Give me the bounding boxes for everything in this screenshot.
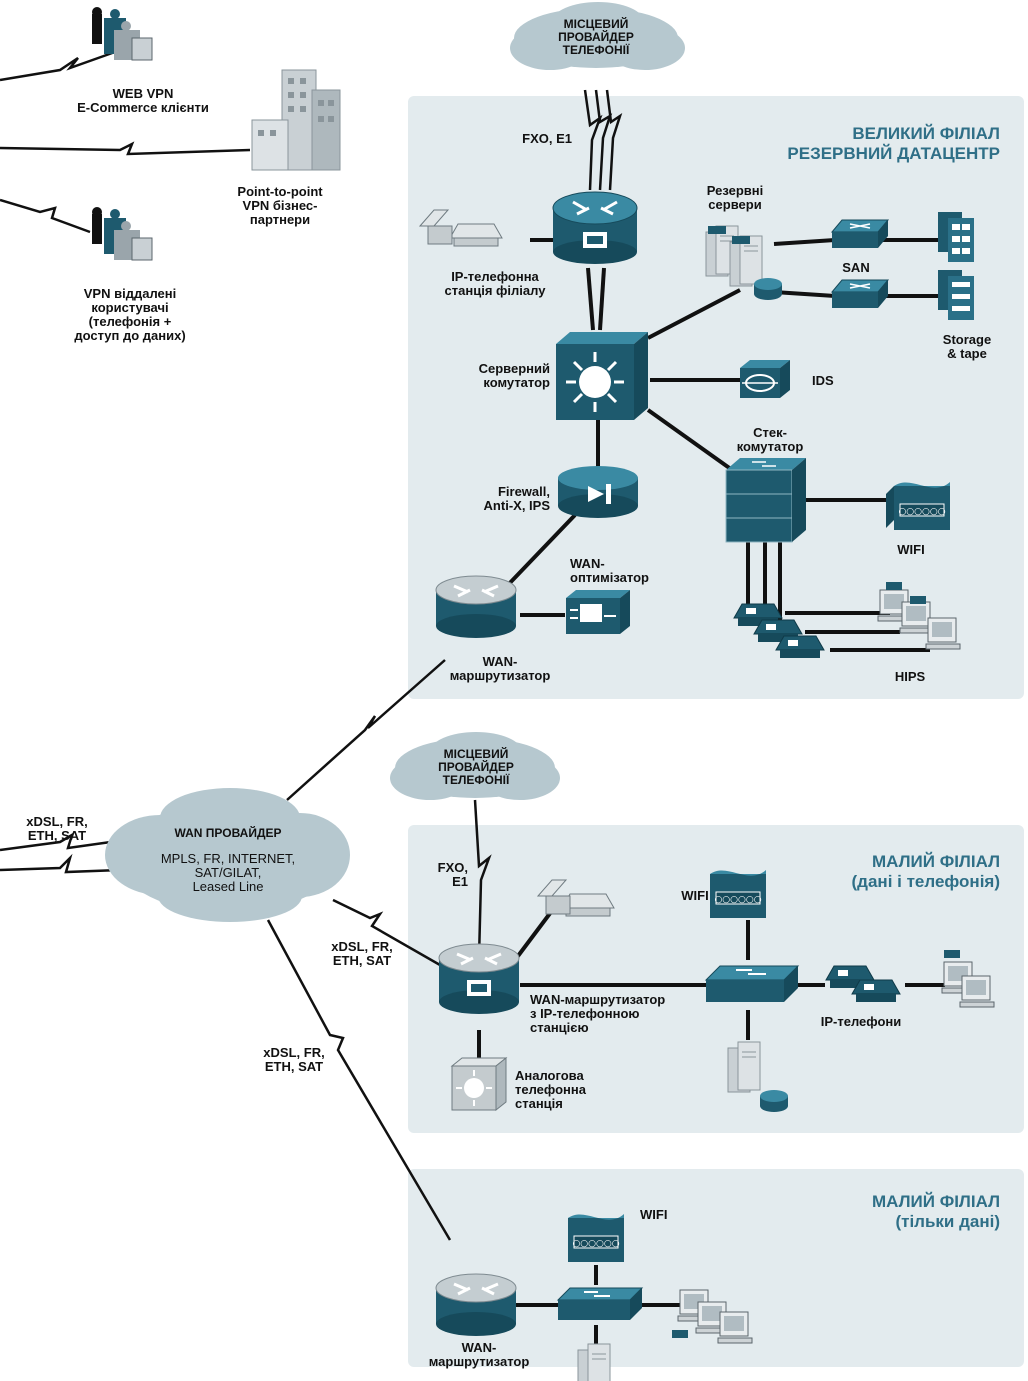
wan-provider-desc: MPLS, FR, INTERNET, SAT/GILAT, Leased Li… <box>160 851 296 894</box>
phone-voice-branch-icon <box>536 879 615 917</box>
wired-links <box>477 238 945 1355</box>
fxo-e1-large-label: FXO, E1 <box>522 131 572 146</box>
san-label: SAN <box>842 260 870 275</box>
server-voice-branch-icon <box>727 1041 788 1112</box>
ip-phones-voice-icon <box>825 965 901 1003</box>
backup-servers-icon <box>705 225 782 300</box>
wan-router-data-label: WAN- маршрутизатор <box>428 1340 530 1369</box>
wan-optimizer-label: WAN- оптимізатор <box>570 556 649 585</box>
pc-voice-branch-icon <box>941 950 995 1008</box>
local-provider-top-label: МІСЦЕВИЙ ПРОВАЙДЕР ТЕЛЕФОНІЇ <box>558 17 634 57</box>
wan-voice-router-icon <box>438 943 520 1014</box>
wifi-ap-large-icon <box>886 481 951 531</box>
pcs-data-branch-icon <box>672 1289 753 1344</box>
firewall-icon <box>558 466 638 518</box>
san-switch-bottom-icon <box>830 279 890 308</box>
p2p-partner-building-icon <box>251 69 341 171</box>
stack-switch-label: Стек- комутатор <box>736 425 804 454</box>
wan-router-large-icon <box>434 574 518 640</box>
wan-voice-router-label: WAN-маршрутизатор з IP-телефонною станці… <box>530 992 666 1035</box>
fxo-e1-voice-label: FXO, E1 <box>437 860 468 889</box>
small-branch-voice-title: МАЛИЙ ФІЛІАЛ (дані і телефонія) <box>851 852 1000 891</box>
wan-optimizer-icon <box>566 590 630 634</box>
stack-switch-icon <box>725 458 806 543</box>
backup-servers-label: Резервні сервери <box>706 183 764 212</box>
local-provider-cloud-mid <box>390 732 560 800</box>
switch-data-branch-icon <box>556 1287 644 1320</box>
firewall-label: Firewall, Anti-X, IPS <box>483 484 550 513</box>
hips-label: HIPS <box>894 669 926 684</box>
left-link-label: xDSL, FR, ETH, SAT <box>26 814 88 843</box>
ip-phones-voice-label: IP-телефони <box>820 1014 902 1029</box>
vpn-remote-users-label: VPN віддалені користувачі (телефонія + д… <box>74 286 186 343</box>
wan-provider-title: WAN ПРОВАЙДЕР <box>174 826 282 840</box>
wifi-data-label: WIFI <box>640 1207 668 1222</box>
server-switch-icon <box>556 332 648 420</box>
switch-voice-branch-icon <box>704 965 800 1002</box>
small-branch-data-title: МАЛИЙ ФІЛІАЛ (тільки дані) <box>871 1192 1000 1231</box>
low-link-label: xDSL, FR, ETH, SAT <box>263 1045 325 1074</box>
wan-provider-cloud <box>105 788 350 922</box>
server-switch-label: Серверний комутатор <box>478 361 550 390</box>
local-provider-cloud-top <box>510 2 685 70</box>
web-vpn-label: WEB VPN E-Commerce клієнти <box>77 86 209 115</box>
vpn-remote-users-icon <box>92 207 153 261</box>
analog-pbx-icon <box>450 1056 508 1112</box>
storage-tape-icon <box>938 270 974 320</box>
wan-links <box>0 50 623 1241</box>
wan-router-large-label: WAN- маршрутизатор <box>449 654 551 683</box>
wifi-ap-data-icon <box>567 1213 625 1263</box>
storage-disks-icon <box>938 212 974 262</box>
ids-icon <box>740 360 790 398</box>
local-provider-mid-label: МІСЦЕВИЙ ПРОВАЙДЕР ТЕЛЕФОНІЇ <box>438 747 514 787</box>
ids-label: IDS <box>812 373 834 388</box>
small-branch-data-panel <box>408 1169 1024 1367</box>
branch-voice-router-icon <box>552 191 638 264</box>
wifi-voice-label: WIFI <box>681 888 709 903</box>
large-branch-title: ВЕЛИКИЙ ФІЛІАЛ РЕЗЕРВНИЙ ДАТАЦЕНТР <box>787 124 1000 163</box>
mid-link-label: xDSL, FR, ETH, SAT <box>331 939 393 968</box>
storage-label: Storage & tape <box>942 332 992 361</box>
san-switch-top-icon <box>830 219 890 248</box>
server-data-branch-icon <box>577 1343 611 1381</box>
ip-pbx-phone-icon <box>418 209 503 247</box>
web-vpn-users-icon <box>92 7 153 61</box>
hips-pcs-icon <box>877 582 961 650</box>
wan-router-data-icon <box>434 1272 518 1338</box>
p2p-vpn-label: Point-to-point VPN бізнес- партнери <box>237 184 323 227</box>
wifi-large-label: WIFI <box>897 542 925 557</box>
analog-pbx-label: Аналогова телефонна станція <box>515 1068 586 1111</box>
ip-pbx-label: IP-телефонна станція філіалу <box>444 269 546 298</box>
